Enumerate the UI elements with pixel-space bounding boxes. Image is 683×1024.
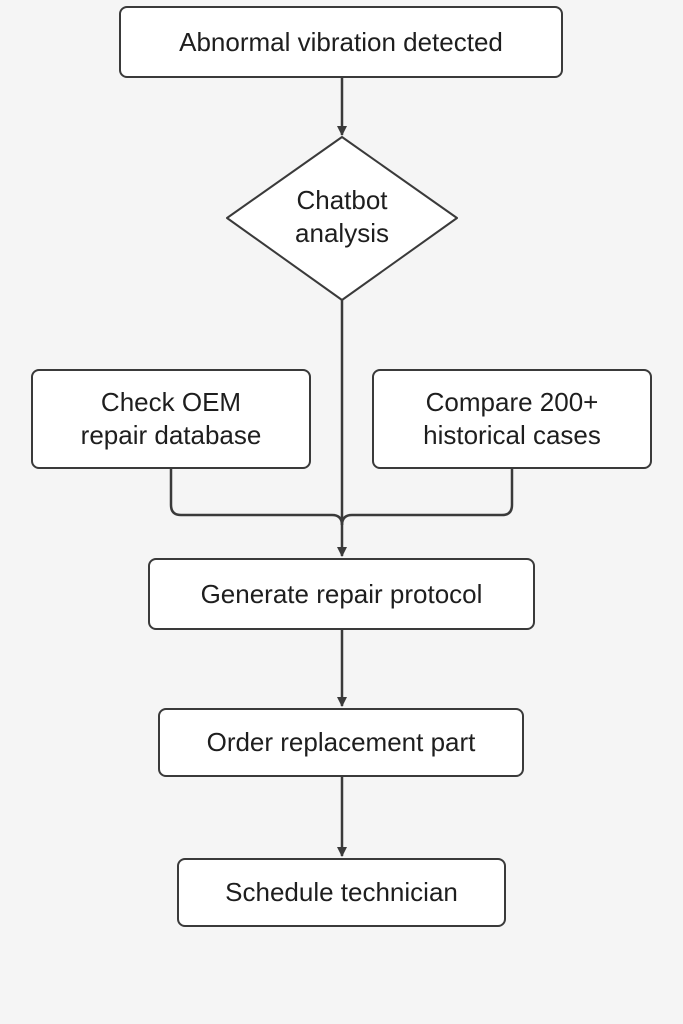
compare-cases-line-1: Compare 200+ [425,387,599,417]
check-oem-line-1: Check OEM [100,387,242,417]
schedule-technician-node[interactable]: Schedule technician [177,858,506,927]
generate-protocol-label: Generate repair protocol [200,578,483,609]
schedule-technician-label: Schedule technician [225,877,458,907]
check-oem-line-2: repair database [80,420,262,450]
generate-protocol-node[interactable]: Generate repair protocol [148,558,535,630]
order-part-node[interactable]: Order replacement part [158,708,524,777]
connector-right-merge [340,469,514,526]
check-oem-node[interactable]: Check OEM repair database [31,369,311,469]
order-part-label: Order replacement part [206,727,476,757]
start-node[interactable]: Abnormal vibration detected [119,6,563,78]
decision-label-line-2: analysis [295,218,389,248]
decision-label: Chatbot analysis [242,184,442,250]
compare-cases-node[interactable]: Compare 200+ historical cases [372,369,652,469]
decision-label-line-1: Chatbot [296,185,388,215]
start-node-label: Abnormal vibration detected [179,26,503,57]
compare-cases-line-2: historical cases [423,420,601,450]
connector-left-merge [169,469,344,526]
